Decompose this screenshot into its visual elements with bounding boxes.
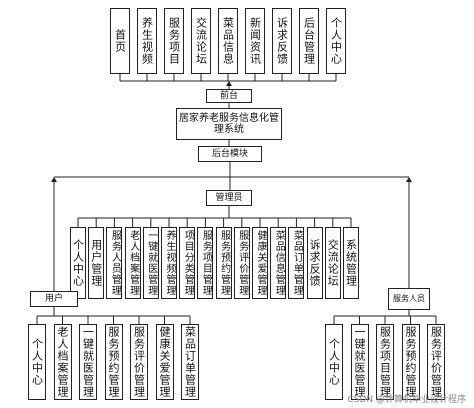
front-module-box: 后台管理 — [299, 8, 319, 74]
staff-module-box: 个人中心 — [325, 324, 343, 400]
front-module-box: 诉求反馈 — [272, 8, 292, 74]
admin-module-box: 一键就医管理 — [142, 227, 159, 299]
admin-module-box: 用户管理 — [88, 227, 105, 299]
user-module-box: 服务评价管理 — [130, 324, 148, 400]
admin-module-box: 老人档案管理 — [124, 227, 141, 299]
front-module-box: 服务项目 — [164, 8, 184, 74]
admin-module-box: 诉求反馈 — [306, 227, 323, 299]
staff-module-box: 一键就医管理 — [350, 324, 369, 400]
admin-module-box: 养生视频管理 — [161, 227, 177, 299]
staff-up-arrow-arrowhead — [406, 177, 412, 182]
admin-module-box: 项目分类管理 — [179, 227, 196, 299]
admin-module-box: 服务评价管理 — [233, 227, 250, 299]
front-module-box: 个人中心 — [326, 8, 346, 74]
user-module-box: 个人中心 — [28, 324, 46, 400]
admin-module-box: 系统管理 — [343, 227, 359, 299]
front-module-box: 新闻资讯 — [245, 8, 265, 74]
backend-label-box: 后台模块 — [198, 146, 262, 162]
front-module-box: 交流论坛 — [191, 8, 211, 74]
user-role-box: 用户 — [30, 291, 78, 307]
user-module-box: 一键就医管理 — [79, 324, 97, 400]
staff-module-box: 服务评价管理 — [427, 324, 445, 400]
front-module-box: 养生视频 — [137, 8, 157, 74]
admin-role-box: 管理员 — [206, 190, 252, 206]
front-label-box: 前台 — [206, 89, 252, 103]
user-module-box: 服务预约管理 — [104, 324, 123, 400]
staff-role-box: 服务人员 — [388, 288, 430, 310]
admin-module-box: 菜品订单管理 — [288, 227, 305, 299]
admin-module-box: 交流论坛 — [324, 227, 341, 299]
watermark-text: CSDN @计算机毕业设计程序 — [347, 395, 466, 405]
front-module-box: 首页 — [110, 8, 130, 74]
admin-module-box: 菜品信息管理 — [270, 227, 287, 299]
staff-module-box: 服务项目管理 — [376, 324, 394, 400]
user-module-box: 健康关爱管理 — [155, 324, 174, 400]
admin-module-box: 个人中心 — [70, 227, 86, 299]
admin-module-box: 服务人员管理 — [106, 227, 123, 299]
user-up-arrow-arrowhead — [51, 177, 57, 182]
user-module-box: 老人档案管理 — [53, 324, 72, 400]
admin-module-box: 服务预约管理 — [215, 227, 232, 299]
staff-module-box: 服务预约管理 — [401, 324, 420, 400]
front-module-box: 菜品信息 — [218, 8, 238, 74]
front-up-arrow-arrowhead — [226, 81, 232, 86]
admin-module-box: 服务项目管理 — [197, 227, 214, 299]
user-module-box: 菜品订单管理 — [181, 324, 199, 400]
system-title-box: 居家养老服务信息化管理系统 — [176, 108, 282, 140]
admin-module-box: 健康关爱管理 — [252, 227, 268, 299]
